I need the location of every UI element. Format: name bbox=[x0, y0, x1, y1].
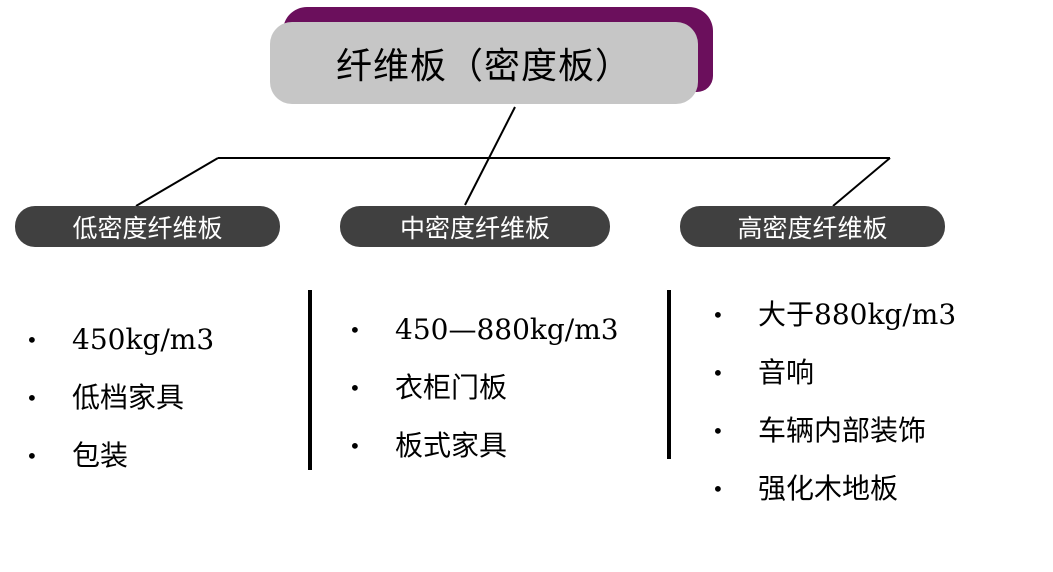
list-item: •大于880kg/m3 bbox=[712, 286, 1032, 344]
bullet-icon: • bbox=[26, 444, 38, 468]
list-item: •衣柜门板 bbox=[349, 359, 649, 417]
right-connector bbox=[832, 157, 891, 207]
list-item: •包装 bbox=[26, 427, 296, 485]
diagram-title-text: 纤维板（密度板） bbox=[335, 46, 632, 87]
category-label-high: 高密度纤维板 bbox=[737, 214, 888, 243]
bullet-icon: • bbox=[712, 361, 724, 385]
list-low: •450kg/m3 •低档家具 •包装 bbox=[26, 311, 296, 485]
column-divider-right bbox=[667, 290, 671, 459]
list-high: •大于880kg/m3 •音响 •车辆内部装饰 •强化木地板 bbox=[712, 286, 1032, 518]
category-pill-low: 低密度纤维板 bbox=[15, 206, 280, 247]
bullet-icon: • bbox=[349, 318, 361, 342]
left-connector bbox=[135, 157, 219, 207]
list-item: •音响 bbox=[712, 344, 1032, 402]
category-label-medium: 中密度纤维板 bbox=[399, 214, 550, 243]
list-item: •450—880kg/m3 bbox=[349, 301, 649, 359]
list-medium: •450—880kg/m3 •衣柜门板 •板式家具 bbox=[349, 301, 649, 475]
bullet-icon: • bbox=[712, 419, 724, 443]
list-item: •强化木地板 bbox=[712, 460, 1032, 518]
bullet-icon: • bbox=[712, 477, 724, 501]
column-divider-left bbox=[308, 290, 312, 470]
category-pill-medium: 中密度纤维板 bbox=[340, 206, 610, 247]
bullet-icon: • bbox=[26, 386, 38, 410]
list-item: •板式家具 bbox=[349, 417, 649, 475]
category-label-low: 低密度纤维板 bbox=[72, 214, 223, 243]
bullet-icon: • bbox=[349, 376, 361, 400]
bullet-icon: • bbox=[349, 434, 361, 458]
bullet-icon: • bbox=[26, 328, 38, 352]
list-item: •车辆内部装饰 bbox=[712, 402, 1032, 460]
bullet-icon: • bbox=[712, 303, 724, 327]
list-item: •450kg/m3 bbox=[26, 311, 296, 369]
title-connector bbox=[464, 106, 516, 206]
list-item: •低档家具 bbox=[26, 369, 296, 427]
diagram-title: 纤维板（密度板） bbox=[270, 22, 698, 104]
category-pill-high: 高密度纤维板 bbox=[680, 206, 945, 247]
